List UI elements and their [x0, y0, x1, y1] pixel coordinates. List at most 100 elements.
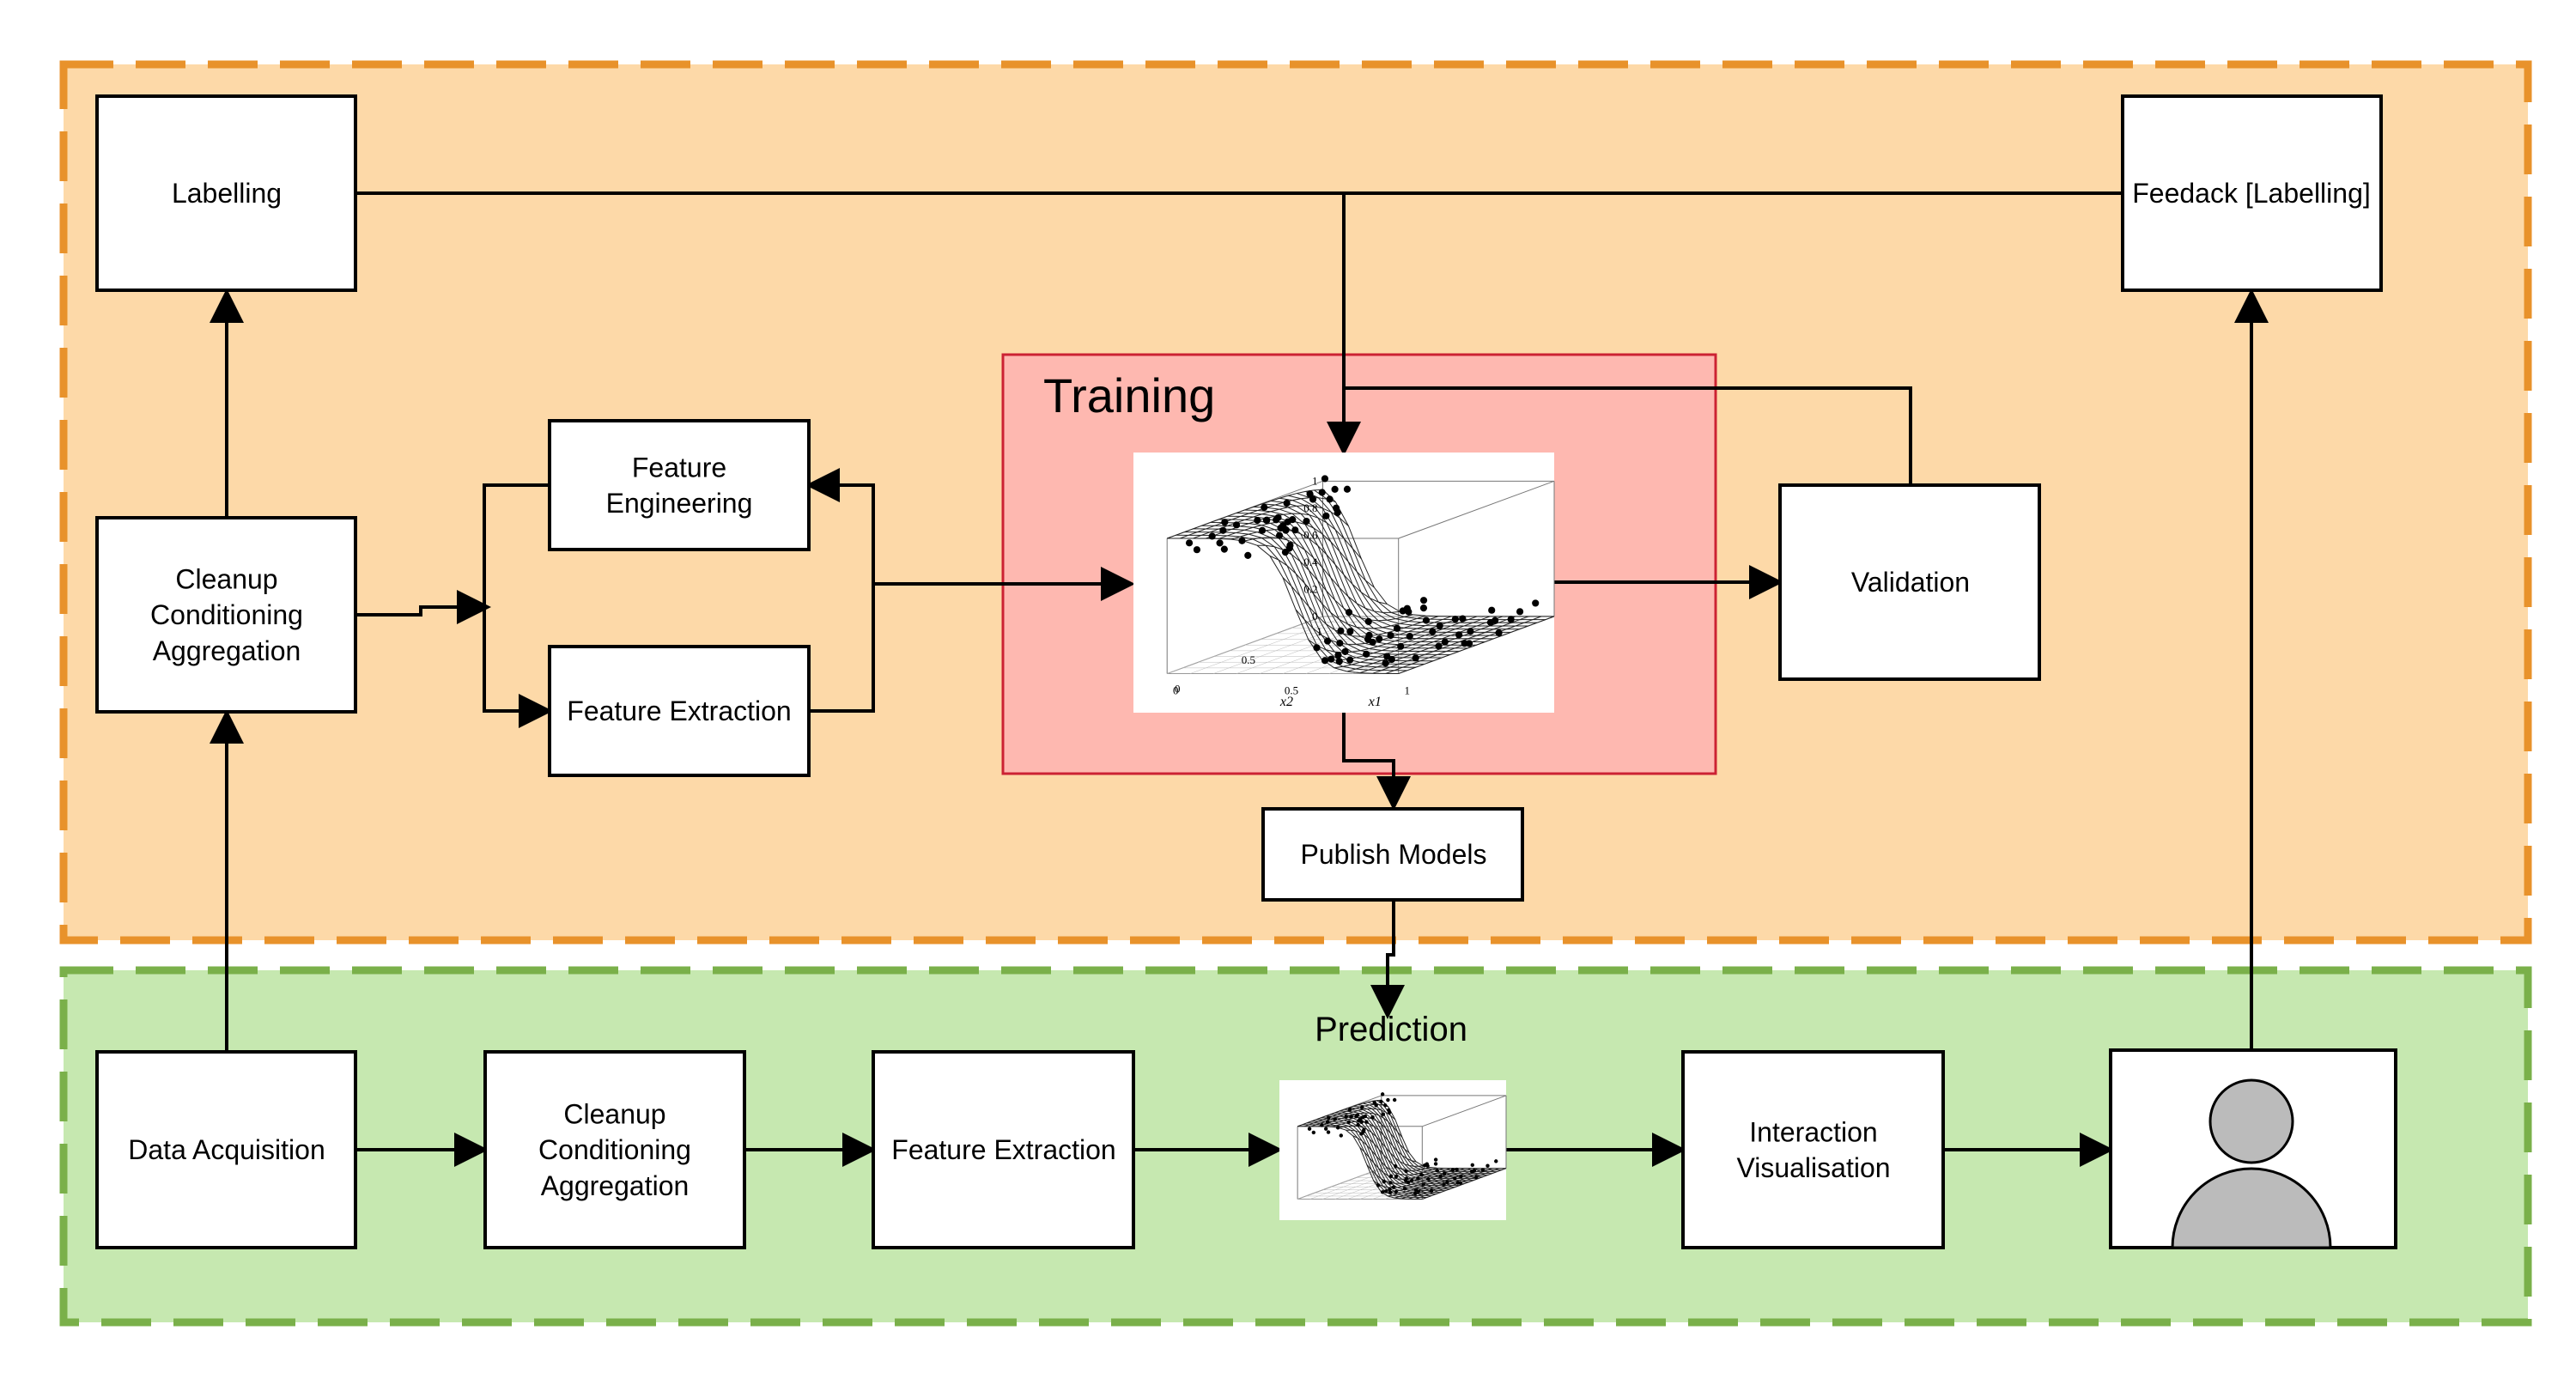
scatter-point	[1220, 545, 1228, 553]
training-label: Training	[1043, 368, 1215, 422]
scatter-point	[1339, 1133, 1344, 1138]
surface-line	[1398, 616, 1555, 674]
scatter-point	[1311, 1130, 1316, 1135]
scatter-point	[1445, 1180, 1449, 1184]
scatter-point	[1412, 654, 1419, 662]
scatter-point	[1363, 650, 1370, 658]
scatter-point	[1467, 628, 1474, 635]
scatter-point	[1263, 516, 1271, 524]
scatter-point	[1291, 526, 1299, 534]
scatter-point	[1360, 1105, 1364, 1109]
scatter-point	[1404, 1176, 1409, 1181]
surface-line	[1381, 1099, 1506, 1169]
plot-tick-label: 0.5	[1242, 653, 1255, 666]
scatter-point	[1426, 1176, 1431, 1182]
scatter-point	[1419, 604, 1428, 612]
scatter-point	[1442, 1182, 1446, 1187]
plot-tick-label: 0.2	[1303, 582, 1317, 595]
scatter-point	[1356, 1122, 1360, 1127]
scatter-point	[1485, 1163, 1490, 1168]
node-label-line: Conditioning	[538, 1134, 691, 1165]
scatter-point	[1275, 532, 1284, 539]
scatter-point	[1399, 607, 1406, 615]
scatter-point	[1379, 1099, 1383, 1104]
scatter-point	[1413, 1191, 1418, 1196]
scatter-point	[1219, 526, 1227, 534]
scatter-point	[1360, 1115, 1364, 1120]
scatter-point	[1406, 632, 1413, 641]
scatter-point	[1258, 526, 1267, 534]
scatter-point	[1453, 1176, 1457, 1181]
scatter-point	[1286, 542, 1294, 550]
scatter-point	[1507, 616, 1515, 623]
plot-tick-label: 0.5	[1285, 684, 1298, 697]
surface-line	[1305, 490, 1537, 623]
plot-tick-label: 1	[1312, 474, 1318, 487]
scatter-point	[1331, 485, 1339, 493]
scatter-point	[1433, 1157, 1438, 1162]
scatter-point	[1335, 1126, 1340, 1130]
scatter-point	[1341, 647, 1349, 655]
node-label-line: Aggregation	[153, 635, 301, 666]
scatter-point	[1382, 1179, 1386, 1184]
scatter-point	[1306, 490, 1314, 498]
node-label-line: Feature Extraction	[891, 1134, 1115, 1165]
scatter-point	[1185, 539, 1194, 547]
plot-tick-label: x1	[1368, 695, 1382, 709]
node-publish-models: Publish Models	[1261, 807, 1524, 902]
scatter-point	[1323, 637, 1332, 645]
scatter-point	[1335, 658, 1343, 665]
scatter-point	[1345, 609, 1353, 617]
scatter-point	[1364, 617, 1372, 625]
scatter-point	[1344, 1115, 1348, 1119]
scatter-point	[1333, 504, 1340, 512]
node-label-line: Feedack [Labelling]	[2132, 178, 2371, 209]
node-label-line: Engineering	[606, 488, 753, 519]
scatter-point	[1465, 640, 1473, 647]
scatter-point	[1364, 1120, 1369, 1124]
scatter-point	[1494, 1159, 1498, 1163]
scatter-point	[1455, 631, 1463, 639]
node-label-line: Cleanup	[175, 564, 277, 595]
scatter-point	[1346, 628, 1354, 635]
scatter-point	[1326, 1120, 1330, 1125]
plot-line	[1422, 1095, 1507, 1127]
scatter-point	[1355, 1113, 1360, 1117]
surface-line	[1314, 489, 1546, 621]
node-label: Feature Extraction	[891, 1134, 1115, 1165]
scatter-point	[1474, 1175, 1479, 1180]
scatter-point	[1193, 546, 1201, 554]
plot-tick-label: 1	[1316, 625, 1322, 638]
scatter-point	[1369, 638, 1376, 646]
scatter-point	[1322, 512, 1330, 519]
edge-split-to-feature-engineering	[483, 483, 553, 728]
scatter-point	[1349, 1115, 1353, 1119]
scatter-point	[1470, 1163, 1474, 1168]
scatter-point	[1321, 657, 1329, 665]
plot-line	[1398, 480, 1555, 539]
scatter-point	[1221, 519, 1229, 526]
scatter-point	[1388, 1187, 1392, 1192]
edge-publish-to-prediction-plot	[1370, 900, 1405, 1019]
plot-tick-label: 0	[1312, 610, 1318, 623]
scatter-point	[1394, 1163, 1398, 1169]
scatter-point	[1376, 1183, 1381, 1188]
node-label-line: Data Acquisition	[128, 1134, 325, 1165]
scatter-point	[1307, 1127, 1312, 1131]
scatter-point	[1380, 1092, 1385, 1096]
plot-tick-label: 0.8	[1303, 501, 1317, 514]
node-label-line: Publish Models	[1301, 839, 1487, 870]
scatter-point	[1433, 1162, 1438, 1166]
surface-line	[1408, 1168, 1493, 1200]
scatter-point	[1455, 1167, 1459, 1172]
scatter-point	[1376, 635, 1383, 643]
scatter-point	[1438, 1175, 1443, 1179]
scatter-point	[1334, 651, 1342, 659]
scatter-point	[1362, 1127, 1366, 1133]
node-label: Labelling	[172, 178, 282, 209]
scatter-point	[1321, 475, 1329, 483]
scatter-point	[1406, 1180, 1411, 1185]
node-label-line: Feature Extraction	[567, 696, 791, 726]
